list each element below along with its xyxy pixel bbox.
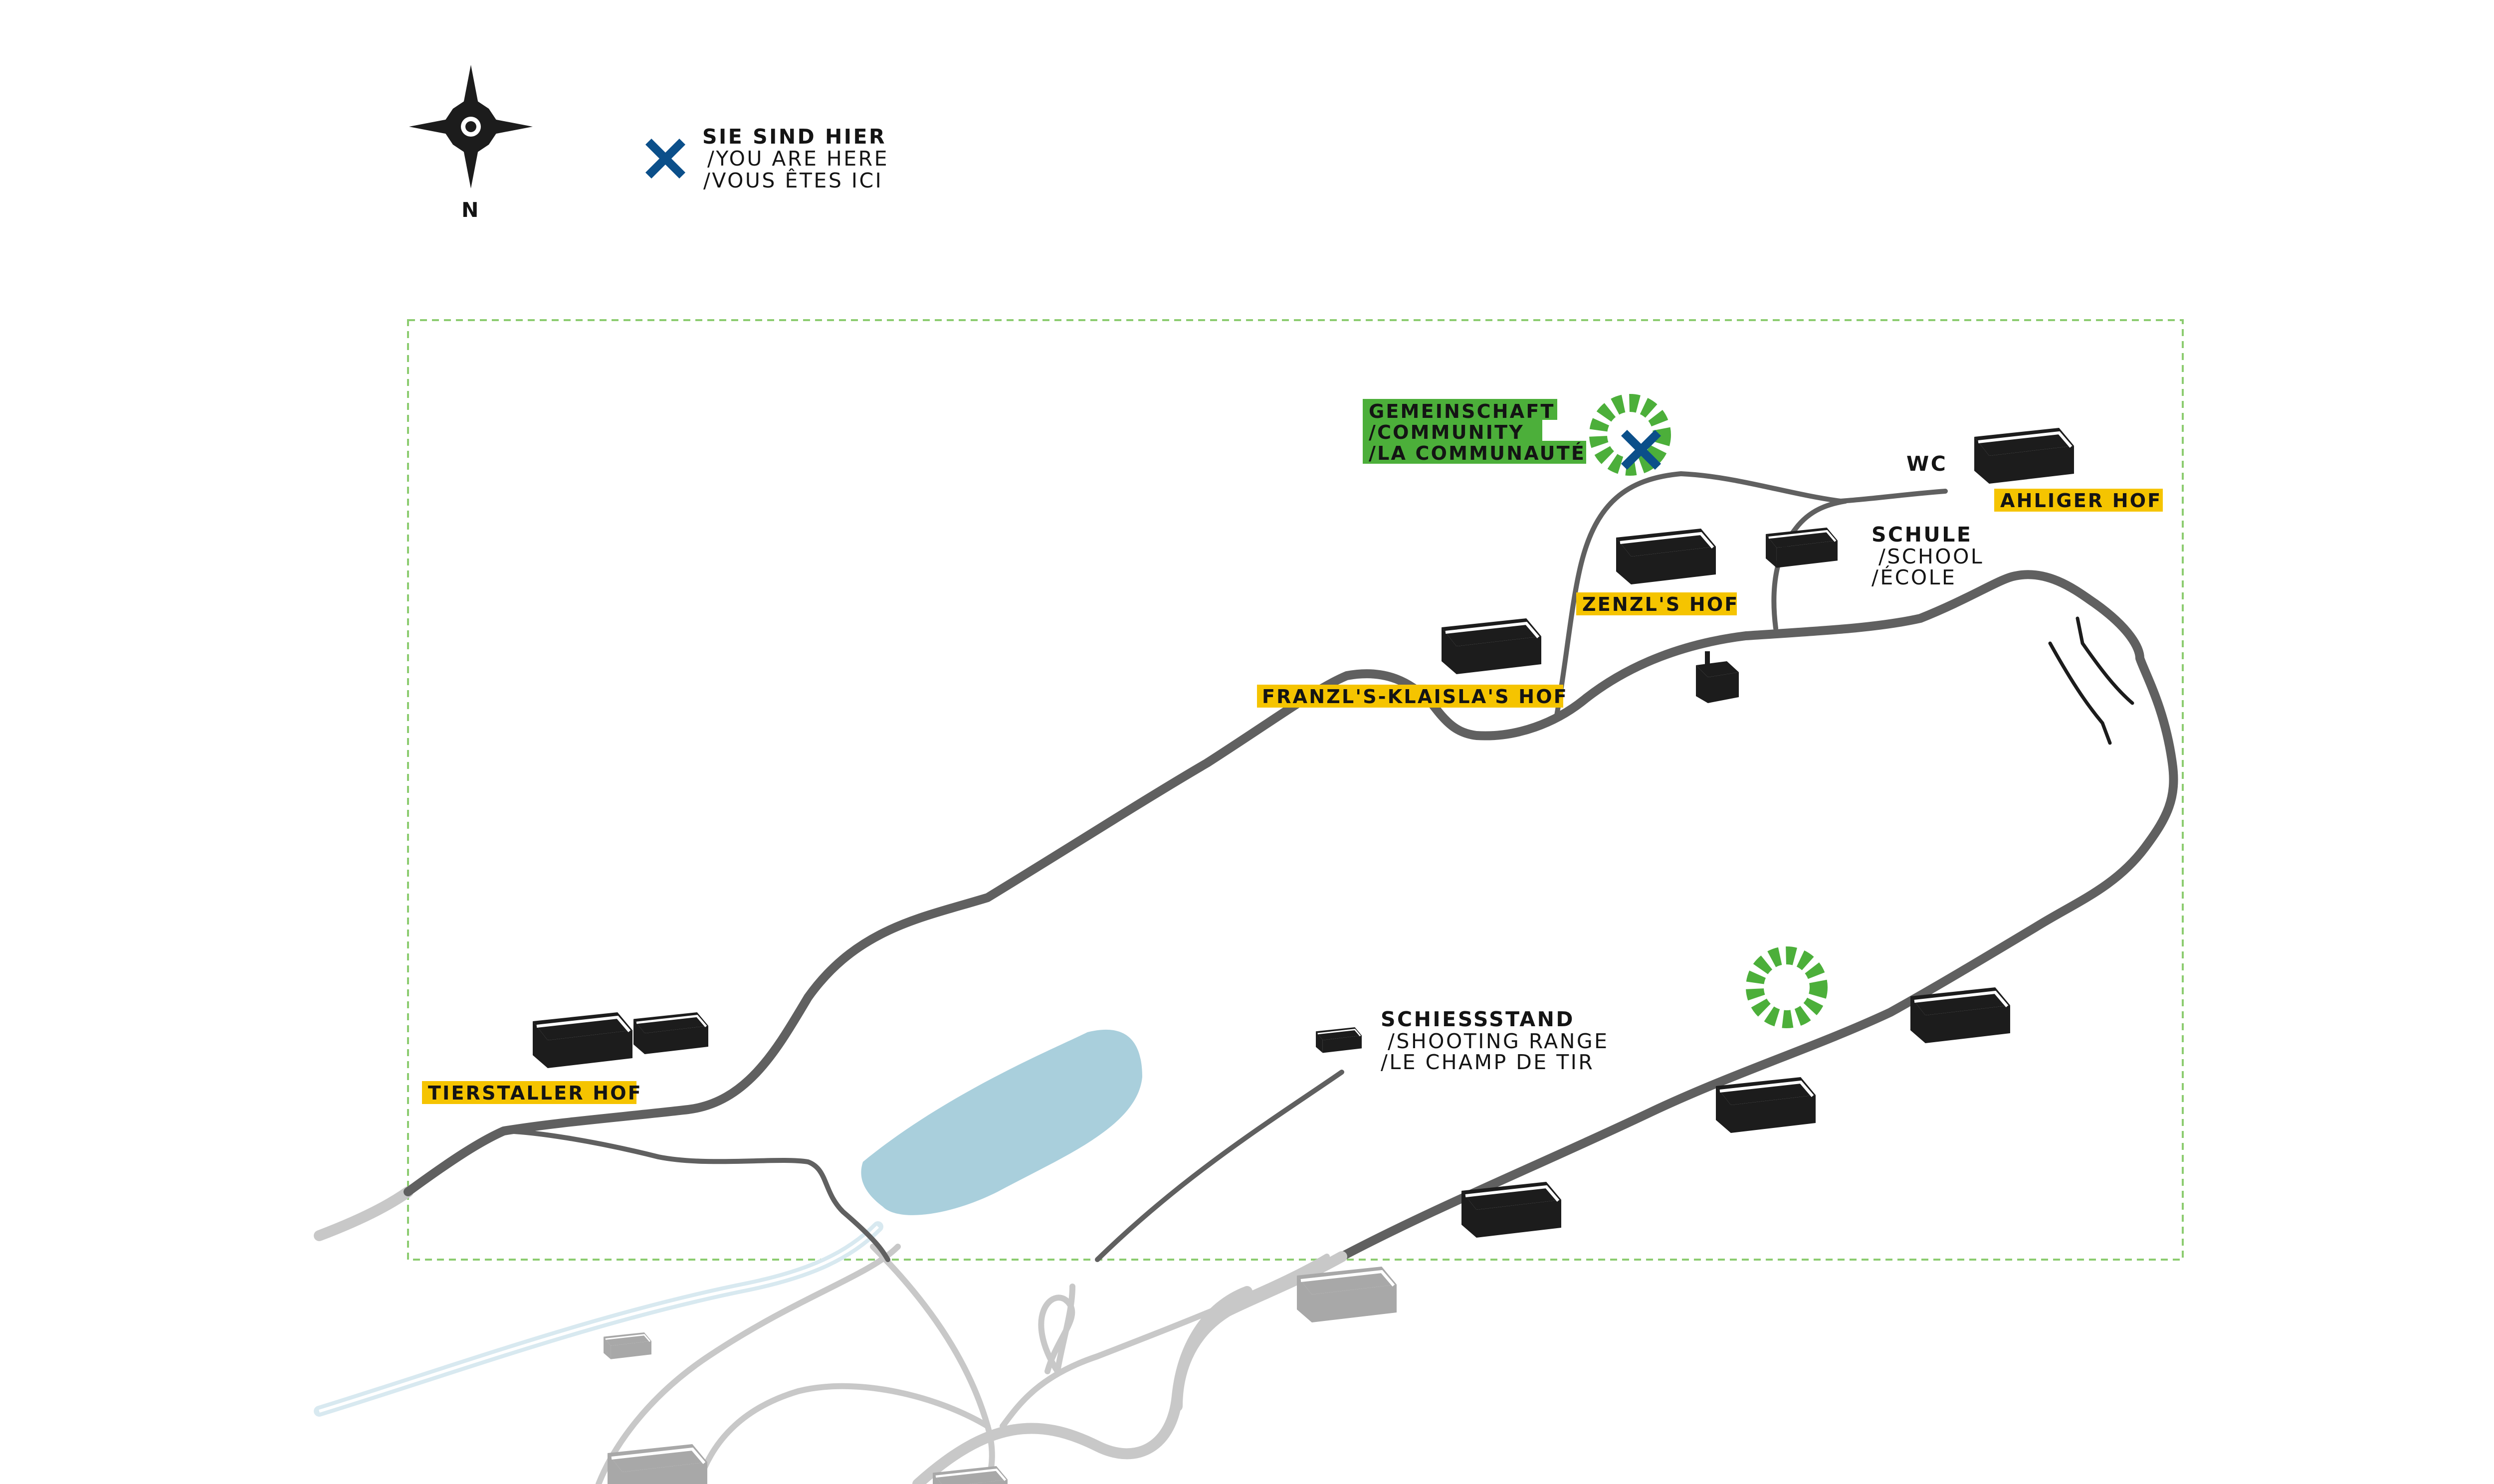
chapel-icon	[1696, 651, 1739, 703]
house-icon	[1616, 529, 1716, 584]
house-icon	[1716, 1077, 1816, 1133]
secondary-roads	[501, 471, 1948, 1262]
shooting-label-en: /SHOOTING RANGE	[1388, 1029, 1609, 1053]
school-label-de: SCHULE	[1871, 523, 1972, 547]
tierstaller-tag	[422, 1081, 636, 1104]
franzl-label: FRANZL'S-KLAISLA'S HOF	[1262, 686, 1568, 708]
shooting-range-icon	[1315, 1026, 1363, 1054]
house-icon	[1974, 428, 2074, 484]
school-label-en: /SCHOOL	[1878, 545, 1984, 568]
community-tag	[1363, 399, 1557, 420]
wc-label: WC	[1906, 452, 1947, 476]
community-label-en: /COMMUNITY	[1369, 421, 1524, 443]
school-icon	[1766, 528, 1838, 568]
shooting-label-de: SCHIESSSTAND	[1381, 1007, 1575, 1031]
shooting-label-fr: /LE CHAMP DE TIR	[1381, 1050, 1594, 1074]
house-icon	[1442, 618, 1541, 674]
legend-title: SIE SIND HIER	[702, 125, 886, 149]
tierstaller-label: TIERSTALLER HOF	[428, 1082, 642, 1104]
house-icon	[1461, 1182, 1561, 1238]
zenzl-label: ZENZL'S HOF	[1582, 593, 1739, 615]
ahliger-tag	[1994, 489, 2163, 512]
bridge-icon	[2048, 616, 2134, 745]
house-icon	[1910, 987, 2010, 1043]
compass-rose-icon	[409, 65, 533, 188]
ahliger-label: AHLIGER HOF	[2000, 490, 2162, 512]
school-label-fr: /ÉCOLE	[1871, 565, 1956, 589]
map-boundary	[407, 319, 2184, 1261]
you-are-here-x-icon	[1621, 429, 1662, 470]
lake	[861, 1029, 1142, 1215]
zenzl-tag	[1576, 592, 1737, 615]
community-sun-icon	[1755, 955, 1819, 1019]
franzl-tag	[1257, 685, 1563, 708]
legend-x-icon	[645, 138, 686, 179]
house-icon	[633, 1012, 708, 1054]
community-label-fr: /LA COMMUNAUTÉ	[1369, 442, 1586, 464]
outside-roads	[314, 1186, 1330, 1484]
compass-north-label: N	[461, 198, 480, 222]
legend-line-fr: /VOUS ÊTES ICI	[703, 169, 883, 192]
house-icon-outside	[603, 1267, 1397, 1484]
house-icon	[533, 1012, 632, 1068]
community-label-de: GEMEINSCHAFT	[1369, 400, 1555, 422]
legend-line-en: /YOU ARE HERE	[707, 147, 889, 171]
